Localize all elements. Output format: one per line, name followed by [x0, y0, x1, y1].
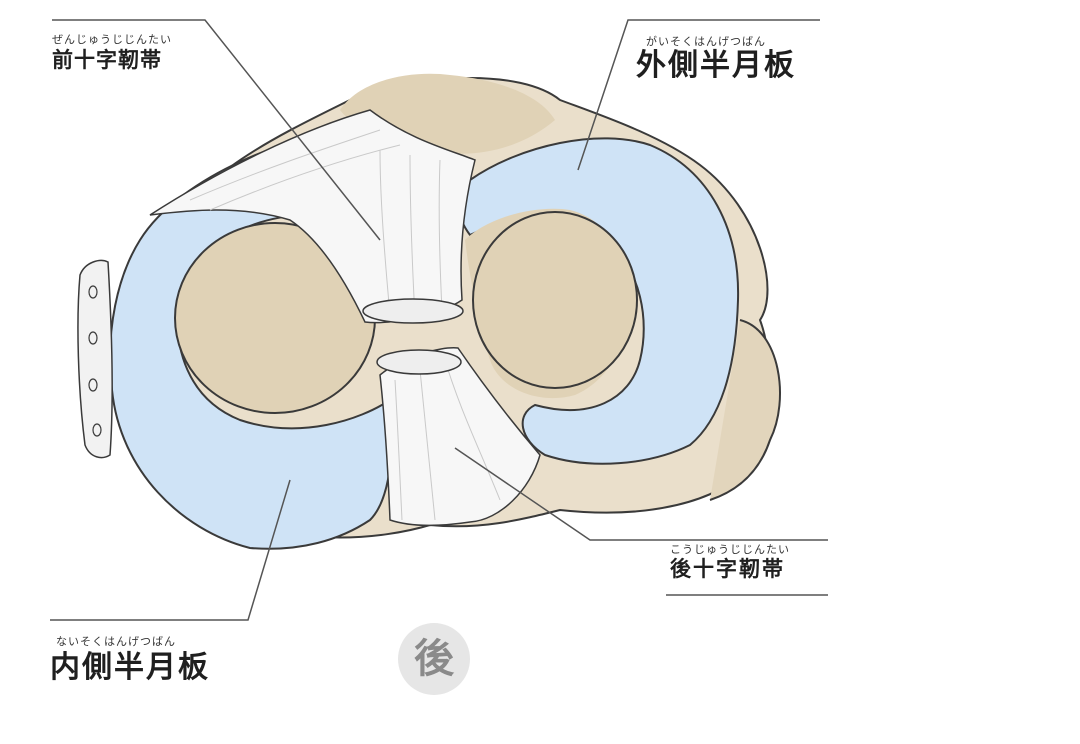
pcl-title: 後十字靭帯 [670, 557, 785, 581]
acl-ruby: ぜんじゅうじじんたい [52, 33, 172, 46]
articular-surfaces [174, 211, 638, 414]
lateral-meniscus-title: 外側半月板 [636, 48, 796, 83]
lateral-meniscus-leader-line [577, 19, 820, 171]
posterior-orientation-badge: 後 [398, 623, 470, 695]
posterior-cruciate-ligament [376, 347, 541, 527]
pcl-leader-line [454, 447, 828, 541]
medial-meniscus-ruby: ないそくはんげつばん [56, 635, 176, 648]
lateral-meniscus-ruby: がいそくはんげつばん [646, 35, 766, 48]
medial-meniscus-leader-line [50, 479, 291, 621]
anterior-cruciate-ligament [149, 109, 476, 324]
acl-label: ぜんじゅうじじんたい 前十字靭帯 [52, 34, 172, 71]
leader-lines [50, 19, 828, 621]
lateral-meniscus-label: がいそくはんげつばん 外側半月板 [636, 36, 796, 81]
acl-leader-line [52, 19, 381, 241]
pcl-label: こうじゅうじじんたい 後十字靭帯 [670, 544, 790, 580]
pcl-ruby: こうじゅうじじんたい [670, 543, 790, 556]
anterior-plate [77, 259, 113, 459]
acl-title: 前十字靭帯 [52, 48, 162, 72]
medial-meniscus-label: ないそくはんげつばん 内側半月板 [50, 636, 210, 683]
medial-meniscus-title: 内側半月板 [50, 650, 210, 685]
